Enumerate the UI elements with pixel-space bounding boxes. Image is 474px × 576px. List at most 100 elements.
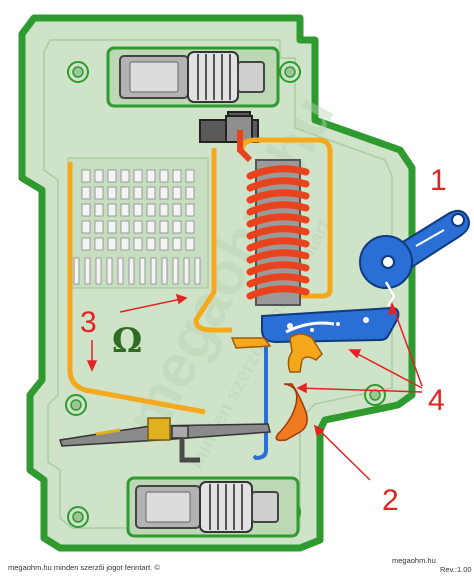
mounting-hole-bottom-left [67, 506, 89, 528]
arc-chute-plate [128, 257, 135, 285]
coil-turn [246, 177, 310, 192]
latch-link [384, 281, 396, 307]
blue-push-rod [252, 340, 268, 461]
coil-turn [246, 249, 310, 264]
arc-chute-slot [107, 220, 117, 234]
arc-chute-slot [172, 220, 182, 234]
arc-chute-slot [146, 169, 156, 183]
bottom-contact-bar [59, 417, 271, 463]
arc-chute-slot [107, 203, 117, 217]
arc-chute-slot [172, 186, 182, 200]
arc-chute-slot [81, 220, 91, 234]
arc-chute-slot [107, 169, 117, 183]
arc-chute-slot [133, 220, 143, 234]
coil-turn [246, 225, 310, 240]
arc-chute-slot [185, 186, 195, 200]
arc-chute-slot [185, 220, 195, 234]
coil-turn [246, 237, 310, 252]
mounting-hole-mid-right [364, 384, 386, 406]
footer-site: megaohm.hu [392, 556, 436, 565]
arc-guide-orange [193, 148, 232, 333]
arc-chute-slot [185, 203, 195, 217]
arc-chute-slot [159, 220, 169, 234]
callout-4: 4 [428, 384, 445, 417]
arc-chute-slot [133, 237, 143, 251]
arc-chute-slot [120, 169, 130, 183]
arc-chute-slot [185, 237, 195, 251]
arc-chute-slot [159, 237, 169, 251]
mounting-hole-top-left [67, 61, 89, 83]
arc-chute-plate [161, 257, 168, 285]
arc-chute-slot [81, 237, 91, 251]
coil-turn [246, 201, 310, 216]
arc-runner-orange [67, 162, 206, 415]
top-terminal [106, 46, 280, 108]
arc-chute-slot [81, 203, 91, 217]
arc-chute-slot [159, 169, 169, 183]
solenoid-coil [246, 159, 310, 306]
arc-chute-slot [81, 186, 91, 200]
arc-chute-slot [159, 203, 169, 217]
callout-2: 2 [382, 484, 399, 517]
arc-chute [67, 157, 209, 289]
arc-chute-slot [94, 186, 104, 200]
mounting-hole-top-right [279, 61, 301, 83]
arc-chute-slot [94, 237, 104, 251]
arc-chute-slot [94, 169, 104, 183]
arc-chute-slot [185, 169, 195, 183]
coil-turn [246, 165, 310, 180]
arc-chute-slot [120, 186, 130, 200]
arc-chute-slot [159, 186, 169, 200]
coil-turn [246, 285, 310, 300]
callout-1: 1 [430, 164, 447, 197]
footer-revision: Rev.:1.00 [440, 565, 472, 574]
coil-lead-red [237, 130, 253, 163]
top-contact-block [199, 111, 259, 143]
coil-turn [246, 273, 310, 288]
mounting-hole-mid-left [65, 394, 87, 416]
coil-lead-orange [239, 137, 333, 299]
arc-chute-plate [139, 257, 146, 285]
moving-contact [287, 333, 323, 373]
arc-chute-slot [107, 186, 117, 200]
arc-chute-plate [84, 257, 91, 285]
coil-turn [246, 189, 310, 204]
arc-chute-slot [120, 220, 130, 234]
arc-chute-plate [106, 257, 113, 285]
top-terminal-screw-icon [187, 51, 239, 103]
arc-chute-slot [146, 237, 156, 251]
arc-chute-slot [146, 186, 156, 200]
callout-3: 3 [80, 306, 97, 339]
omega-symbol: Ω [112, 321, 142, 361]
arc-chute-slot [146, 203, 156, 217]
arc-chute-slot [81, 169, 91, 183]
arc-chute-plate [95, 257, 102, 285]
arc-chute-slot [172, 169, 182, 183]
arc-chute-slot [172, 237, 182, 251]
arc-chute-plate [73, 257, 80, 285]
coil-turn [246, 213, 310, 228]
coil-turn [246, 261, 310, 276]
arc-chute-slot [172, 203, 182, 217]
arc-chute-slot [94, 220, 104, 234]
arc-chute-plate [194, 257, 201, 285]
footer-copyright: megaohm.hu minden szerzői jogot fenntart… [8, 563, 160, 572]
arc-chute-slot [146, 220, 156, 234]
trip-lever [261, 306, 400, 344]
operating-handle[interactable] [359, 209, 470, 289]
bottom-terminal-screw-icon [199, 481, 253, 533]
bimetal-strip [275, 383, 308, 442]
breaker-housing [18, 14, 416, 552]
arc-chute-slot [133, 169, 143, 183]
arc-chute-slot [107, 237, 117, 251]
fixed-contact [230, 337, 272, 349]
callout-arrows [86, 293, 423, 481]
arc-chute-slot [133, 186, 143, 200]
arc-chute-plate [183, 257, 190, 285]
arc-chute-plate [172, 257, 179, 285]
arc-chute-slot [133, 203, 143, 217]
arc-chute-slot [120, 203, 130, 217]
arc-chute-plate [150, 257, 157, 285]
bottom-terminal [126, 476, 300, 538]
